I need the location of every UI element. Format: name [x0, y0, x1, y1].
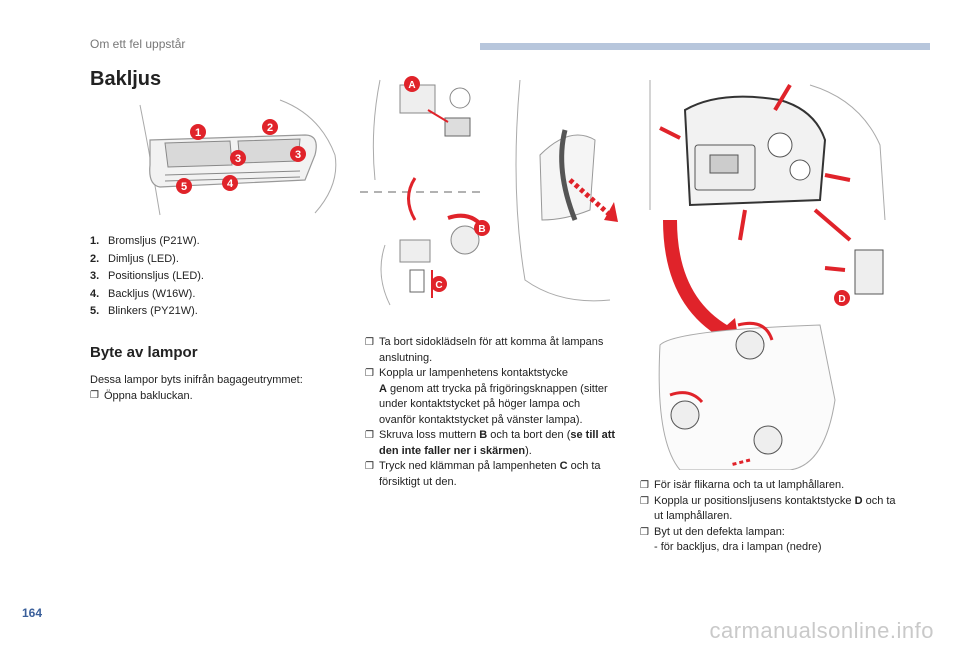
svg-text:D: D [838, 294, 845, 305]
svg-text:4: 4 [227, 178, 234, 190]
svg-text:3: 3 [295, 149, 301, 161]
connector-removal-figure: A B C [360, 76, 618, 306]
svg-text:5: 5 [181, 181, 187, 193]
legend-item: 2.Dimljus (LED). [90, 252, 179, 265]
step-item: ❐Skruva loss muttern B och ta bort den (… [365, 429, 616, 457]
bulb-legend: 1.Bromsljus (P21W). 2.Dimljus (LED). 3.P… [90, 233, 204, 321]
intro-bullet: ❐Öppna bakluckan. [90, 390, 193, 402]
checkbox-bullet-icon: ❐ [640, 480, 649, 491]
checkbox-bullet-icon: ❐ [365, 368, 374, 379]
callout-3-left: 3 [230, 150, 246, 166]
legend-item: 1.Bromsljus (P21W). [90, 235, 200, 247]
legend-item: 3.Positionsljus (LED). [90, 270, 204, 283]
svg-text:A: A [408, 80, 415, 91]
callout-2: 2 [262, 119, 278, 135]
callout-1: 1 [190, 124, 206, 140]
step-item: ❐Tryck ned klämman på lampenheten C och … [365, 460, 601, 488]
callout-5: 5 [176, 178, 192, 194]
checkbox-bullet-icon: ❐ [90, 390, 99, 401]
page-number: 164 [22, 606, 43, 620]
step-item: ❐För isär flikarna och ta ut lamphållare… [640, 478, 900, 494]
callout-A: A [404, 76, 420, 92]
callout-D: D [834, 290, 850, 306]
intro-line: Dessa lampor byts inifrån bagageutrymmet… [90, 374, 303, 386]
callout-C: C [431, 276, 447, 292]
step-item: ❐Koppla ur positionsljusens kontaktstyck… [640, 494, 896, 523]
callout-4: 4 [222, 175, 238, 191]
step-item: ❐Byt ut den defekta lampan: [640, 525, 900, 541]
removal-steps: ❐Ta bort sidoklädseln för att komma åt l… [365, 335, 615, 490]
tail-light-figure: 1 2 3 3 5 4 [139, 99, 337, 216]
header-section-title: Om ett fel uppstår [90, 37, 186, 51]
checkbox-bullet-icon: ❐ [640, 495, 649, 507]
checkbox-bullet-icon: ❐ [365, 461, 374, 472]
page-title: Bakljus [90, 68, 162, 90]
svg-text:3: 3 [235, 153, 241, 165]
step-item: ❐Ta bort sidoklädseln för att komma åt l… [365, 336, 604, 364]
intro-text: Dessa lampor byts inifrån bagageutrymmet… [90, 372, 340, 404]
checkbox-bullet-icon: ❐ [365, 337, 374, 348]
header-bar [480, 43, 930, 50]
watermark: carmanualsonline.info [709, 618, 934, 643]
callout-3-right: 3 [290, 146, 306, 162]
svg-text:1: 1 [195, 127, 201, 139]
checkbox-bullet-icon: ❐ [365, 430, 374, 441]
legend-item: 4.Backljus (W16W). [90, 287, 196, 300]
legend-item: 5.Blinkers (PY21W). [90, 305, 198, 318]
callout-B: B [474, 220, 490, 236]
checkbox-bullet-icon: ❐ [640, 526, 649, 538]
sub-step-item: - för backljus, dra i lampan (nedre) [654, 541, 822, 553]
svg-text:C: C [435, 280, 442, 291]
holder-steps: ❐För isär flikarna och ta ut lamphållare… [640, 478, 900, 556]
lamp-holder-figure: D [649, 80, 886, 470]
svg-text:2: 2 [267, 122, 273, 134]
svg-text:B: B [478, 224, 485, 235]
section-subtitle: Byte av lampor [90, 344, 198, 361]
